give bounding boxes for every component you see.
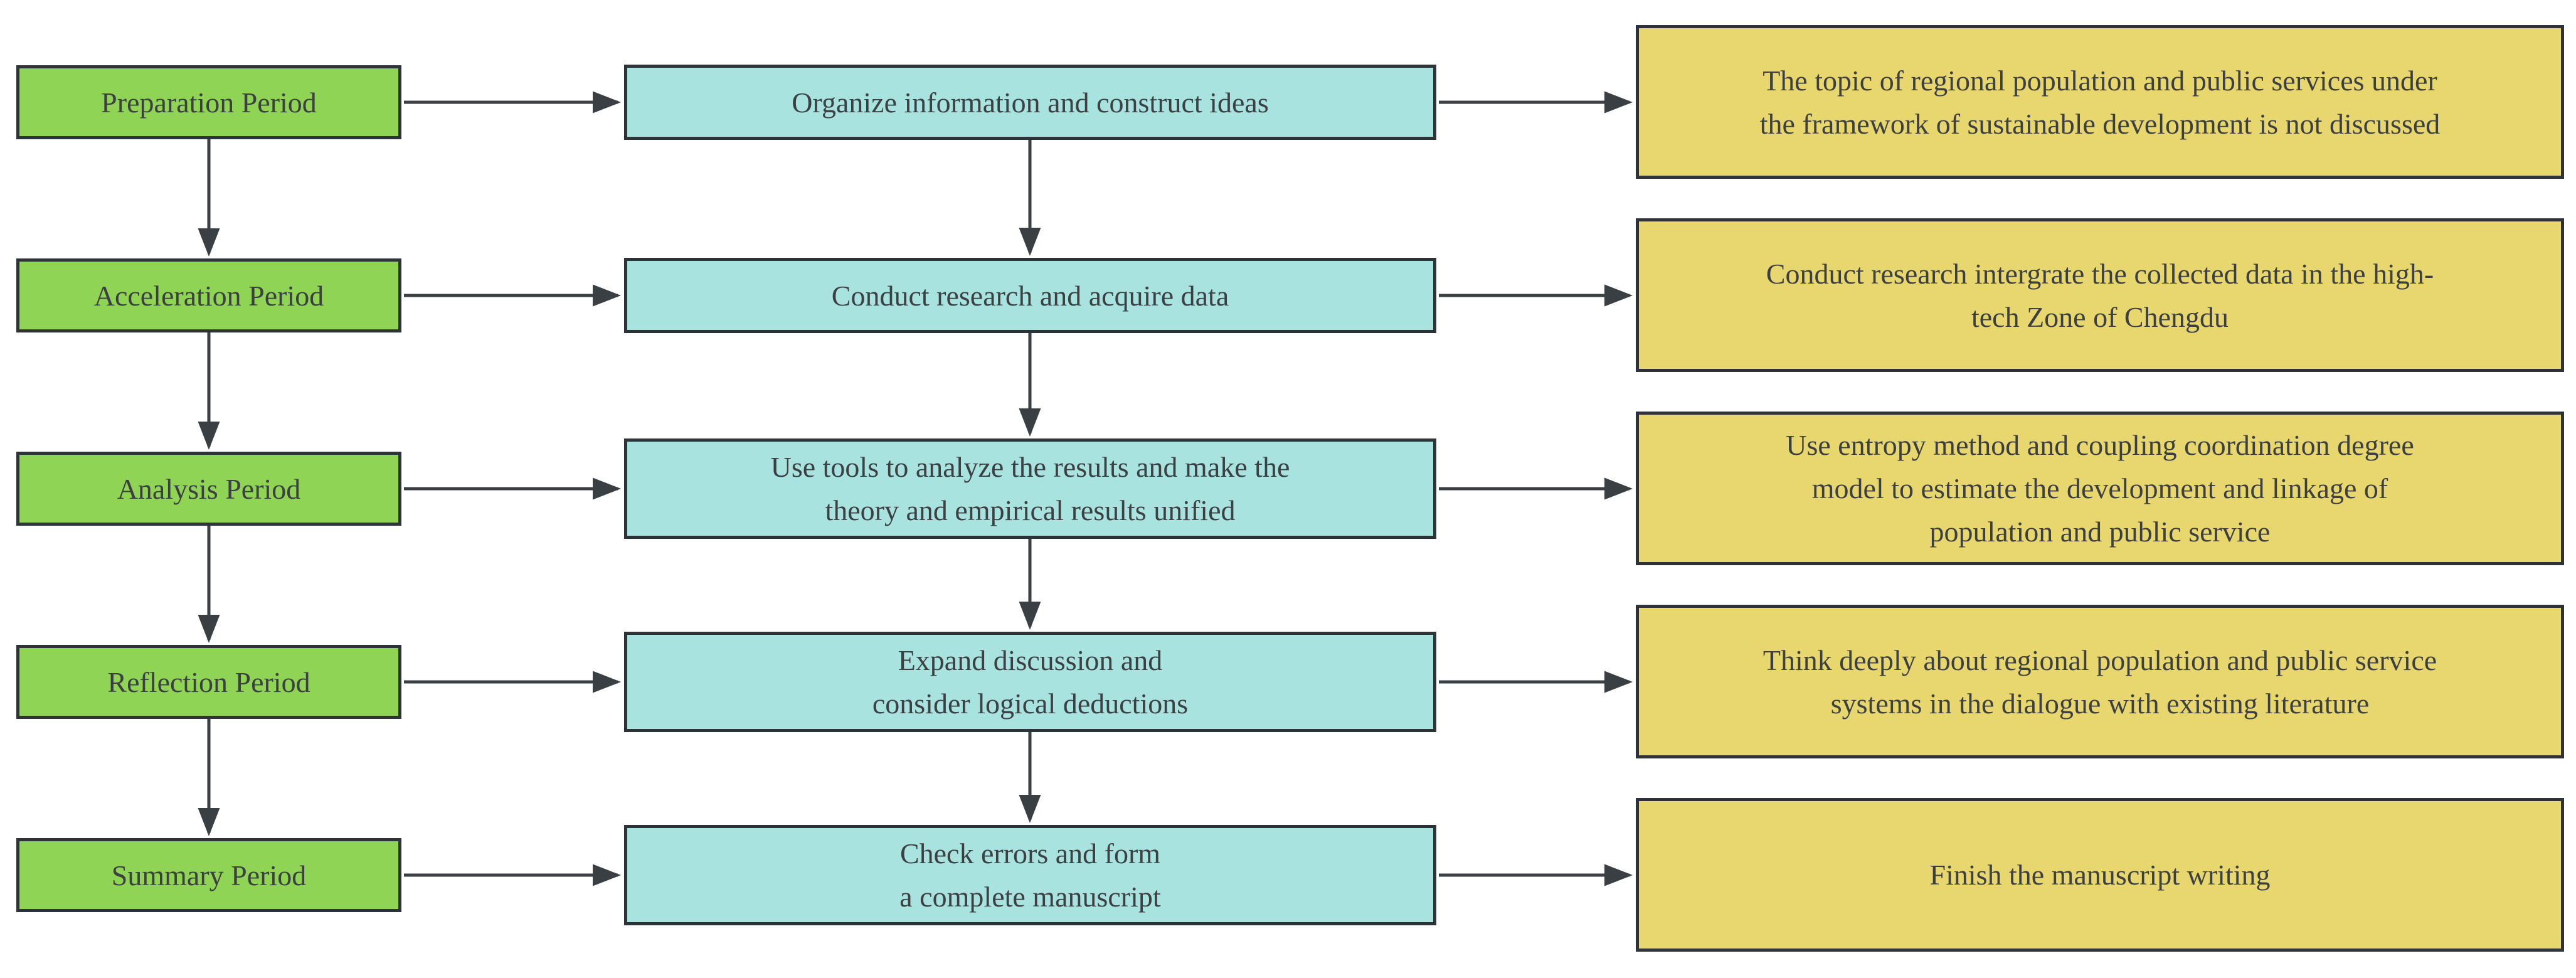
stage-box-analysis: Analysis Period [16,452,401,526]
outcome-box-finish: Finish the manuscript writing [1636,798,2564,952]
action-box-analyze: Use tools to analyze the results and mak… [624,439,1436,539]
outcome-box-data: Conduct research intergrate the collecte… [1636,218,2564,372]
action-box-discussion: Expand discussion and consider logical d… [624,632,1436,732]
action-box-organize: Organize information and construct ideas [624,65,1436,140]
outcome-box-topic: The topic of regional population and pub… [1636,25,2564,179]
action-box-check: Check errors and form a complete manuscr… [624,825,1436,925]
action-box-research: Conduct research and acquire data [624,258,1436,333]
outcome-box-dialogue: Think deeply about regional population a… [1636,605,2564,758]
stage-box-summary: Summary Period [16,838,401,912]
outcome-box-entropy: Use entropy method and coupling coordina… [1636,412,2564,565]
stage-box-reflection: Reflection Period [16,645,401,719]
stage-box-acceleration: Acceleration Period [16,258,401,332]
stage-box-preparation: Preparation Period [16,65,401,139]
